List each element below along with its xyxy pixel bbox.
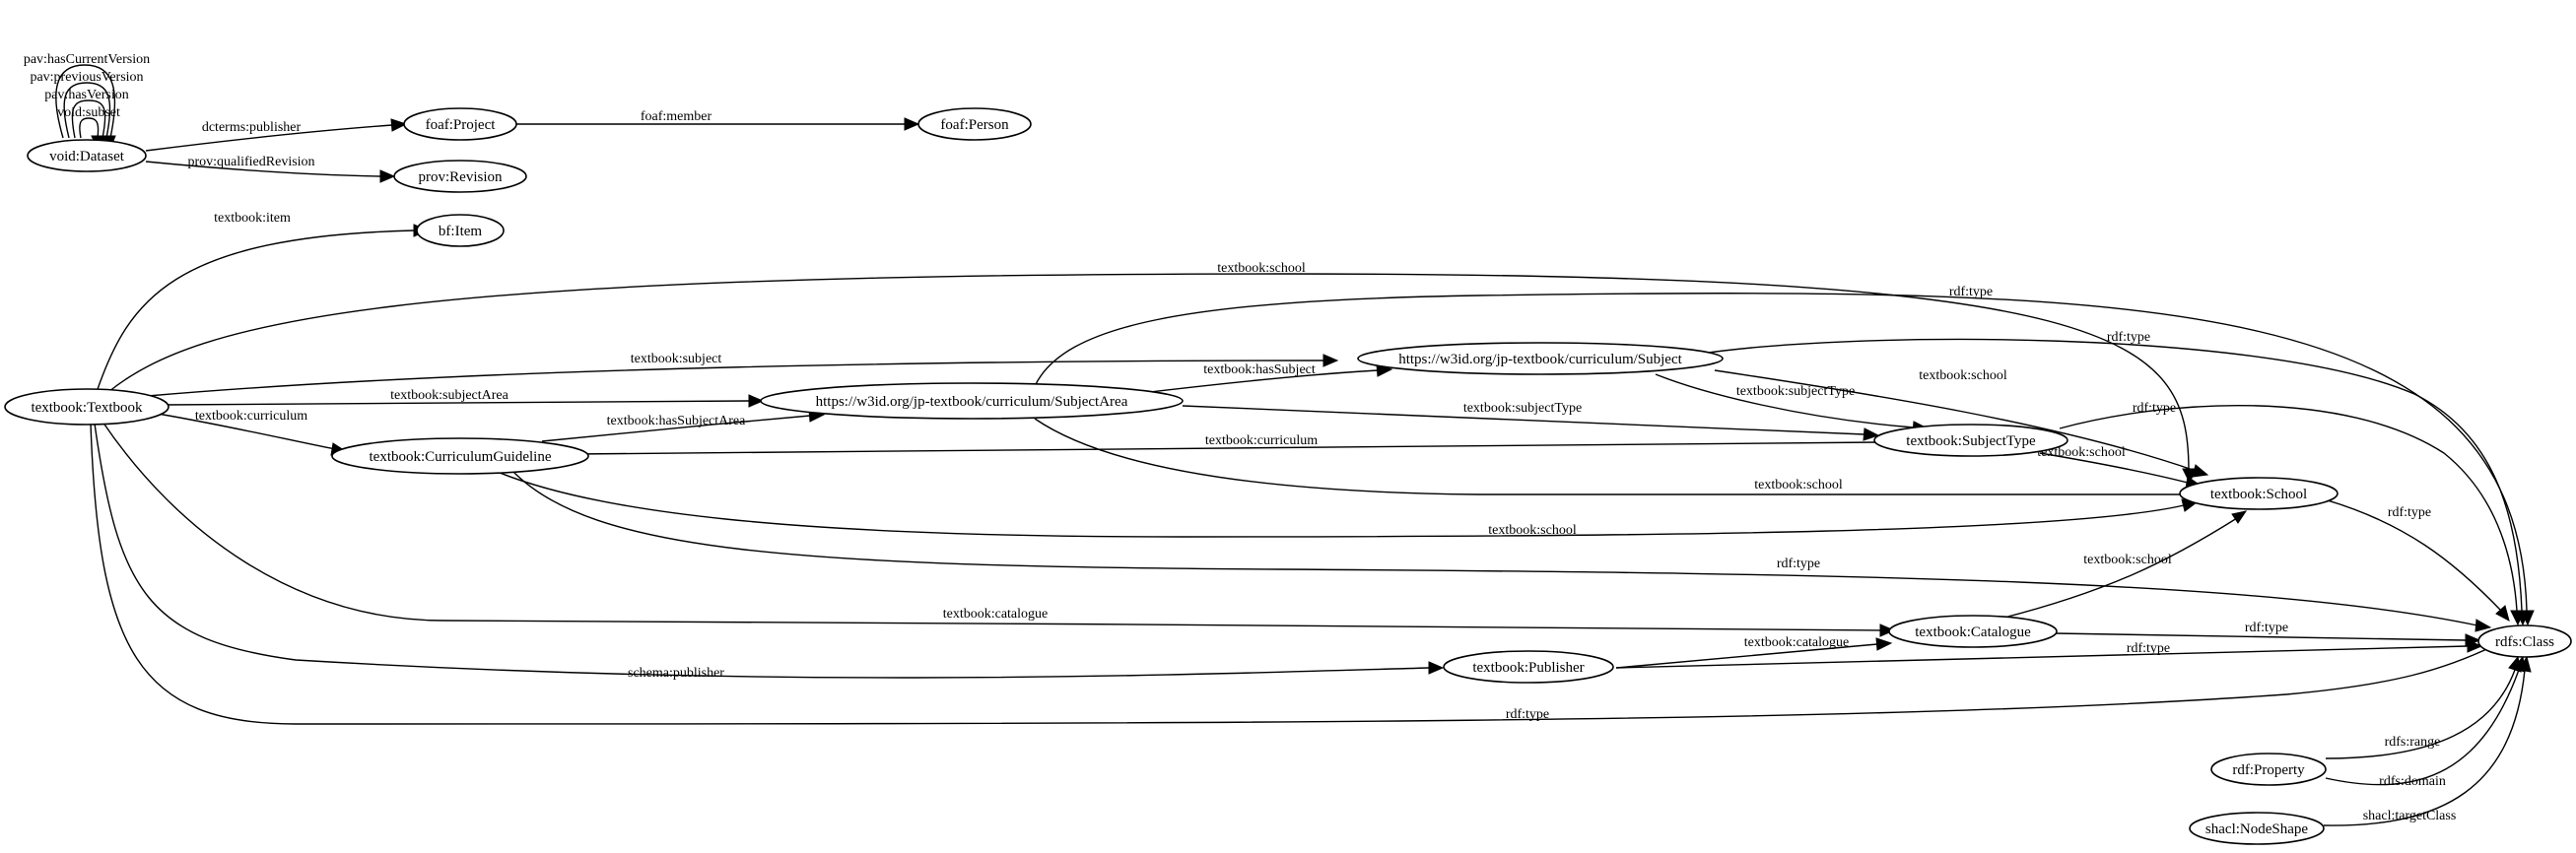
edge-has-subject-area: textbook:hasSubjectArea	[541, 409, 826, 442]
edge-label-rdfs-range: rdfs:range	[2385, 735, 2441, 750]
node-label-subject-type: textbook:SubjectType	[1906, 433, 2036, 449]
edge-label-cg-school: textbook:school	[1488, 523, 1577, 538]
edge-qualified-revision: prov:qualifiedRevision	[145, 155, 396, 183]
edge-schema-publisher: schema:publisher	[94, 423, 1445, 681]
edge-label-school-type: rdf:type	[2388, 505, 2431, 520]
node-label-shacl-nodeshape: shacl:NodeShape	[2205, 821, 2308, 837]
edge-has-subject: textbook:hasSubject	[1132, 362, 1393, 395]
node-prov-revision: prov:Revision	[393, 160, 527, 193]
node-subject-area: https://w3id.org/jp-textbook/curriculum/…	[760, 382, 1184, 420]
node-subject: https://w3id.org/jp-textbook/curriculum/…	[1357, 342, 1724, 375]
edge-subjecttype-curriculum: textbook:curriculum	[558, 433, 1878, 461]
node-label-bf-item: bf:Item	[439, 224, 482, 239]
edge-label-has-subject: textbook:hasSubject	[1203, 362, 1316, 377]
node-void-dataset: void:Dataset	[27, 139, 147, 172]
edge-label-rdfs-domain: rdfs:domain	[2379, 774, 2446, 789]
edge-rdfs-domain: rdfs:domain	[2325, 655, 2526, 789]
edge-label-publisher-type: rdf:type	[2127, 641, 2170, 656]
node-label-void-dataset: void:Dataset	[49, 149, 125, 164]
edge-label-subject-type-rdf: rdf:type	[2107, 330, 2150, 345]
edge-label-textbook-item: textbook:item	[214, 211, 291, 226]
edge-dcterms-publisher: dcterms:publisher	[145, 118, 408, 152]
edge-label-cg-type: rdf:type	[1777, 557, 1820, 571]
edge-textbook-subject-area: textbook:subjectArea	[161, 388, 765, 408]
edge-label-textbook-catalogue: textbook:catalogue	[943, 607, 1049, 622]
edge-subjectarea-type: rdf:type	[1034, 285, 2535, 626]
node-label-subject: https://w3id.org/jp-textbook/curriculum/…	[1398, 352, 1682, 367]
node-label-catalogue: textbook:Catalogue	[1915, 624, 2031, 640]
edge-label-subject-subject-type: textbook:subjectType	[1736, 384, 1855, 399]
edge-label-schema-publisher: schema:publisher	[628, 666, 724, 681]
node-publisher: textbook:Publisher	[1443, 650, 1614, 684]
node-rdf-property: rdf:Property	[2210, 753, 2327, 786]
edge-label-textbook-type: rdf:type	[1506, 707, 1549, 722]
edge-school-type: rdf:type	[2320, 497, 2510, 622]
edge-label-subjectarea-type: rdf:type	[1949, 285, 1993, 299]
edge-foaf-member: foaf:member	[516, 109, 920, 131]
edge-subjecttype-type: rdf:type	[2059, 401, 2525, 626]
edge-label-subset: void:subset	[57, 105, 120, 120]
node-label-publisher: textbook:Publisher	[1472, 660, 1584, 676]
edge-label-catalogue-school: textbook:school	[2083, 553, 2172, 567]
edge-publisher-catalogue: textbook:catalogue	[1615, 635, 1893, 669]
edge-label-has-version: pav:hasVersion	[44, 88, 129, 102]
edge-subject-school: textbook:school	[1714, 368, 2209, 478]
edge-textbook-subject: textbook:subject	[147, 352, 1339, 397]
edge-shacl-target-class: shacl:targetClass	[2323, 655, 2532, 826]
edge-textbook-school: textbook:school	[107, 261, 2197, 485]
edge-textbook-catalogue: textbook:catalogue	[102, 421, 1896, 637]
node-label-foaf-person: foaf:Person	[940, 117, 1009, 133]
edge-label-publisher-catalogue: textbook:catalogue	[1744, 635, 1850, 650]
edge-subjecttype-school: textbook:school	[2037, 445, 2203, 490]
node-bf-item: bf:Item	[416, 214, 505, 247]
edge-label-subjecttype-type: rdf:type	[2133, 401, 2176, 416]
node-label-foaf-project: foaf:Project	[426, 117, 497, 133]
edge-label-qualified-revision: prov:qualifiedRevision	[187, 155, 314, 169]
edge-cg-type: rdf:type	[511, 470, 2492, 632]
edge-label-textbook-school: textbook:school	[1217, 261, 1306, 276]
edge-label-subjecttype-curriculum: textbook:curriculum	[1205, 433, 1318, 448]
edge-label-subjectarea-school: textbook:school	[1754, 478, 1843, 492]
edge-label-previous-version: pav:previousVersion	[30, 70, 143, 85]
edge-subject-subject-type: textbook:subjectType	[1655, 373, 1930, 434]
node-label-prov-revision: prov:Revision	[419, 169, 503, 185]
edge-label-textbook-curriculum: textbook:curriculum	[195, 409, 307, 424]
node-label-rdf-property: rdf:Property	[2232, 762, 2305, 778]
node-foaf-person: foaf:Person	[917, 107, 1032, 141]
edge-label-catalogue-type: rdf:type	[2245, 621, 2288, 635]
node-subject-type: textbook:SubjectType	[1873, 424, 2068, 457]
edge-label-has-current-version: pav:hasCurrentVersion	[24, 52, 150, 67]
edge-label-subjecttype-school: textbook:school	[2037, 445, 2126, 460]
node-school: textbook:School	[2179, 477, 2339, 510]
edge-label-textbook-subject-area: textbook:subjectArea	[390, 388, 509, 403]
node-curriculum-guideline: textbook:CurriculumGuideline	[331, 437, 589, 475]
edge-textbook-item: textbook:item	[96, 211, 430, 393]
edge-textbook-curriculum: textbook:curriculum	[157, 409, 349, 456]
edge-subject-type-rdf: rdf:type	[1694, 330, 2530, 626]
edge-catalogue-type: rdf:type	[2054, 621, 2481, 647]
node-rdfs-class: rdfs:Class	[2477, 624, 2572, 658]
edge-label-subjectarea-subject-type: textbook:subjectType	[1463, 401, 1582, 416]
edge-label-subject-school: textbook:school	[1919, 368, 2007, 383]
node-foaf-project: foaf:Project	[403, 107, 517, 141]
node-label-school: textbook:School	[2210, 487, 2307, 502]
node-label-subject-area: https://w3id.org/jp-textbook/curriculum/…	[816, 394, 1128, 410]
edge-catalogue-school: textbook:school	[2000, 510, 2248, 620]
edge-label-foaf-member: foaf:member	[641, 109, 712, 124]
edge-label-textbook-subject: textbook:subject	[631, 352, 722, 366]
edge-subjectarea-subject-type: textbook:subjectType	[1182, 401, 1880, 441]
edge-label-shacl-target-class: shacl:targetClass	[2363, 809, 2457, 823]
edge-label-has-subject-area: textbook:hasSubjectArea	[607, 414, 747, 428]
edge-cg-school: textbook:school	[492, 469, 2199, 538]
node-label-rdfs-class: rdfs:Class	[2495, 634, 2554, 650]
edge-label-dcterms-publisher: dcterms:publisher	[202, 120, 302, 135]
node-label-curriculum-guideline: textbook:CurriculumGuideline	[370, 449, 552, 465]
node-shacl-nodeshape: shacl:NodeShape	[2189, 812, 2325, 845]
node-label-textbook: textbook:Textbook	[31, 400, 143, 416]
node-textbook: textbook:Textbook	[4, 388, 169, 426]
node-catalogue: textbook:Catalogue	[1888, 615, 2058, 648]
